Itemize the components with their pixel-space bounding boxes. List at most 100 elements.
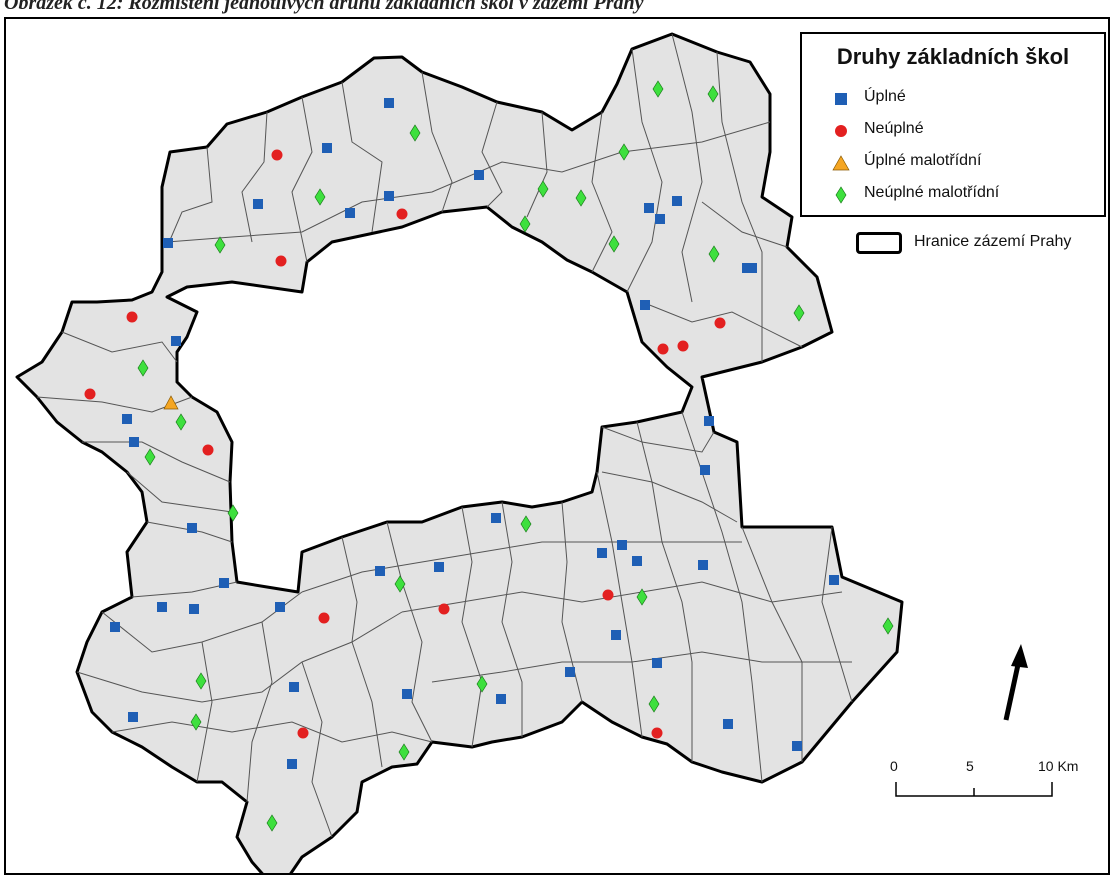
school-neuplne-marker (396, 208, 408, 220)
school-neuplne-marker (318, 612, 330, 624)
school-uplne-marker (275, 602, 285, 612)
boundary-swatch (856, 232, 902, 254)
legend-item-uplne: Úplné (802, 86, 1104, 110)
school-uplne-marker (171, 336, 181, 346)
school-neuplne-marker (651, 727, 663, 739)
school-neuplne-malotridni-marker (520, 515, 532, 533)
school-neuplne-malotridni-marker (575, 189, 587, 207)
school-neuplne-malotridni-marker (314, 188, 326, 206)
school-uplne-marker (287, 759, 297, 769)
school-uplne-marker (565, 667, 575, 677)
school-uplne-marker (345, 208, 355, 218)
legend-label: Úplné (864, 88, 906, 105)
school-neuplne-malotridni-marker (144, 448, 156, 466)
school-uplne-marker (110, 622, 120, 632)
red-circle-icon (835, 125, 847, 137)
school-neuplne-marker (657, 343, 669, 355)
school-uplne-marker (644, 203, 654, 213)
school-uplne-marker (289, 682, 299, 692)
school-neuplne-malotridni-marker (137, 359, 149, 377)
legend-item-neuplne: Neúplné (802, 118, 1104, 142)
legend-label: Úplné malotřídní (864, 152, 982, 169)
school-uplne-marker (402, 689, 412, 699)
legend-box: Druhy základních škol Úplné Neúplné Úpln… (800, 32, 1106, 217)
school-uplne-marker (128, 712, 138, 722)
school-neuplne-malotridni-marker (707, 85, 719, 103)
school-markers (84, 80, 894, 832)
school-neuplne-malotridni-marker (195, 672, 207, 690)
school-neuplne-marker (202, 444, 214, 456)
school-neuplne-malotridni-marker (190, 713, 202, 731)
school-uplne-marker (829, 575, 839, 585)
school-neuplne-marker (275, 255, 287, 267)
school-uplne-marker (122, 414, 132, 424)
school-uplne-marker (672, 196, 682, 206)
school-neuplne-malotridni-marker (882, 617, 894, 635)
school-uplne-malotridni-marker (163, 395, 179, 410)
school-neuplne-marker (297, 727, 309, 739)
municipal-boundaries (36, 33, 853, 838)
school-neuplne-malotridni-marker (636, 588, 648, 606)
school-uplne-marker (384, 98, 394, 108)
school-uplne-marker (655, 214, 665, 224)
school-uplne-marker (652, 658, 662, 668)
blue-square-icon (835, 93, 847, 105)
school-neuplne-marker (677, 340, 689, 352)
school-uplne-marker (640, 300, 650, 310)
boundary-legend: Hranice zázemí Prahy (854, 230, 1108, 260)
school-neuplne-malotridni-marker (398, 743, 410, 761)
school-uplne-marker (792, 741, 802, 751)
school-uplne-marker (474, 170, 484, 180)
school-neuplne-malotridni-marker (793, 304, 805, 322)
school-uplne-marker (496, 694, 506, 704)
north-arrow-icon (1003, 644, 1028, 721)
school-neuplne-malotridni-marker (227, 504, 239, 522)
school-uplne-marker (632, 556, 642, 566)
school-uplne-marker (163, 238, 173, 248)
school-neuplne-marker (438, 603, 450, 615)
school-neuplne-malotridni-marker (618, 143, 630, 161)
school-uplne-marker (434, 562, 444, 572)
school-neuplne-malotridni-marker (266, 814, 278, 832)
legend-label: Neúplné malotřídní (864, 184, 1000, 201)
school-neuplne-malotridni-marker (214, 236, 226, 254)
school-neuplne-malotridni-marker (708, 245, 720, 263)
map-frame: Druhy základních škol Úplné Neúplné Úpln… (4, 17, 1110, 875)
school-neuplne-marker (602, 589, 614, 601)
scale-tick-10: 10 Km (1038, 758, 1079, 774)
legend-item-neuplne-malotridni: Neúplné malotřídní (802, 182, 1104, 206)
school-uplne-marker (611, 630, 621, 640)
scale-tick-5: 5 (966, 758, 974, 774)
school-uplne-marker (698, 560, 708, 570)
green-diamond-icon (835, 186, 847, 204)
school-uplne-marker (219, 578, 229, 588)
school-uplne-marker (189, 604, 199, 614)
school-uplne-marker (129, 437, 139, 447)
school-uplne-marker (617, 540, 627, 550)
school-neuplne-marker (271, 149, 283, 161)
boundary-label: Hranice zázemí Prahy (914, 233, 1072, 250)
school-neuplne-malotridni-marker (537, 180, 549, 198)
school-neuplne-malotridni-marker (519, 215, 531, 233)
school-uplne-marker (187, 523, 197, 533)
school-uplne-marker (253, 199, 263, 209)
school-uplne-marker (742, 263, 752, 273)
school-uplne-marker (597, 548, 607, 558)
school-neuplne-marker (126, 311, 138, 323)
school-uplne-marker (704, 416, 714, 426)
legend-label: Neúplné (864, 120, 924, 137)
legend-item-uplne-malotridni: Úplné malotřídní (802, 150, 1104, 174)
school-uplne-marker (375, 566, 385, 576)
school-neuplne-marker (714, 317, 726, 329)
school-neuplne-malotridni-marker (652, 80, 664, 98)
scale-bar: 0 5 10 Km (882, 758, 1082, 808)
school-uplne-marker (700, 465, 710, 475)
school-neuplne-marker (84, 388, 96, 400)
school-uplne-marker (157, 602, 167, 612)
legend-title: Druhy základních škol (836, 44, 1070, 69)
school-uplne-marker (384, 191, 394, 201)
school-uplne-marker (491, 513, 501, 523)
school-neuplne-malotridni-marker (409, 124, 421, 142)
school-neuplne-malotridni-marker (394, 575, 406, 593)
school-uplne-marker (322, 143, 332, 153)
